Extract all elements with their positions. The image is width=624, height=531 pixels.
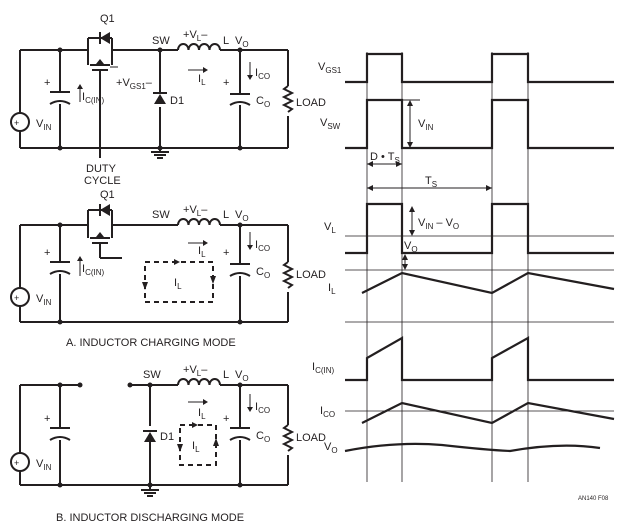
ico-label: ICO — [255, 401, 270, 415]
cin-plus: + — [44, 77, 50, 89]
vin-amplitude-label: VIN — [418, 118, 434, 132]
sw-label: SW — [143, 369, 161, 381]
vo-node-label: VO — [235, 35, 249, 49]
icin-label: IC(IN) — [82, 263, 105, 277]
co-label: CO — [256, 95, 270, 109]
load-label: LOAD — [296, 97, 326, 109]
cin-plus: + — [44, 247, 50, 259]
duty-label-1: DUTY — [86, 163, 117, 175]
vo-waveform — [344, 442, 601, 453]
il-waveform — [361, 271, 615, 295]
co-label: CO — [256, 266, 270, 280]
loop-il-label: IL — [192, 440, 200, 454]
waveforms: VGS1 VSW VIN D • TS TS VL VIN – VO VO IL… — [312, 52, 615, 502]
icin-wave-label: IC(IN) — [312, 361, 335, 375]
caption-b: B. INDUCTOR DISCHARGING MODE — [56, 512, 244, 524]
inductor-label: L — [223, 209, 229, 221]
circuit-middle: Q1 SW VO +VL– L IL IL ICO CO LOAD VIN IC… — [10, 189, 326, 349]
inductor-label: L — [223, 369, 229, 381]
d1-label: D1 — [160, 431, 174, 443]
vin-plus: + — [14, 293, 19, 303]
period-label: TS — [425, 175, 437, 189]
co-plus: + — [223, 247, 229, 259]
load-label: LOAD — [296, 432, 326, 444]
caption-a: A. INDUCTOR CHARGING MODE — [66, 337, 236, 349]
vin-label: VIN — [36, 293, 52, 307]
vin-label: VIN — [36, 458, 52, 472]
load-label: LOAD — [296, 269, 326, 281]
co-label: CO — [256, 430, 270, 444]
vin-label: VIN — [36, 118, 52, 132]
vl-label: +VL– — [183, 29, 208, 43]
figure-id: AN140 F08 — [578, 496, 609, 502]
q1-label: Q1 — [100, 189, 115, 201]
circuit-top: Q1 SW VO +VL– L IL ICO CO LOAD D1 VIN IC… — [10, 13, 326, 187]
vl-wave-label: VL — [324, 221, 336, 235]
sw-label: SW — [152, 35, 170, 47]
vgs1-waveform — [345, 52, 614, 84]
co-plus: + — [223, 413, 229, 425]
ico-label: ICO — [255, 67, 270, 81]
vl-label: +VL– — [183, 204, 208, 218]
vl-negative-label: VO — [404, 240, 418, 254]
cin-plus: + — [44, 413, 50, 425]
inductor-label: L — [223, 35, 229, 47]
il-label: IL — [198, 245, 206, 259]
vgs-label: +VGS1– — [116, 77, 153, 91]
vo-node-label: VO — [235, 369, 249, 383]
vo-wave-label: VO — [324, 441, 338, 455]
vin-plus: + — [14, 458, 19, 468]
icin-waveform — [345, 336, 614, 382]
d1-label: D1 — [170, 95, 184, 107]
ico-label: ICO — [255, 239, 270, 253]
co-plus: + — [223, 77, 229, 89]
loop-il-label: IL — [174, 277, 182, 291]
duty-label-2: CYCLE — [84, 175, 121, 187]
vl-positive-label: VIN – VO — [418, 217, 459, 231]
vsw-label: VSW — [320, 117, 341, 131]
il-label: IL — [198, 407, 206, 421]
vsw-waveform — [345, 98, 614, 150]
circuit-bottom: SW VO +VL– L IL IL ICO CO LOAD D1 VIN + … — [10, 364, 326, 524]
vin-plus: + — [14, 118, 19, 128]
duty-time-label: D • TS — [370, 151, 400, 165]
vl-label: +VL– — [183, 364, 208, 378]
ico-wave-label: ICO — [320, 405, 335, 419]
il-wave-label: IL — [328, 282, 336, 296]
sw-label: SW — [152, 209, 170, 221]
ico-waveform — [361, 401, 615, 425]
il-label: IL — [198, 73, 206, 87]
vgs1-label: VGS1 — [318, 61, 342, 75]
q1-label: Q1 — [100, 13, 115, 25]
vo-node-label: VO — [235, 209, 249, 223]
icin-label: IC(IN) — [82, 91, 105, 105]
vl-waveform — [345, 202, 614, 255]
